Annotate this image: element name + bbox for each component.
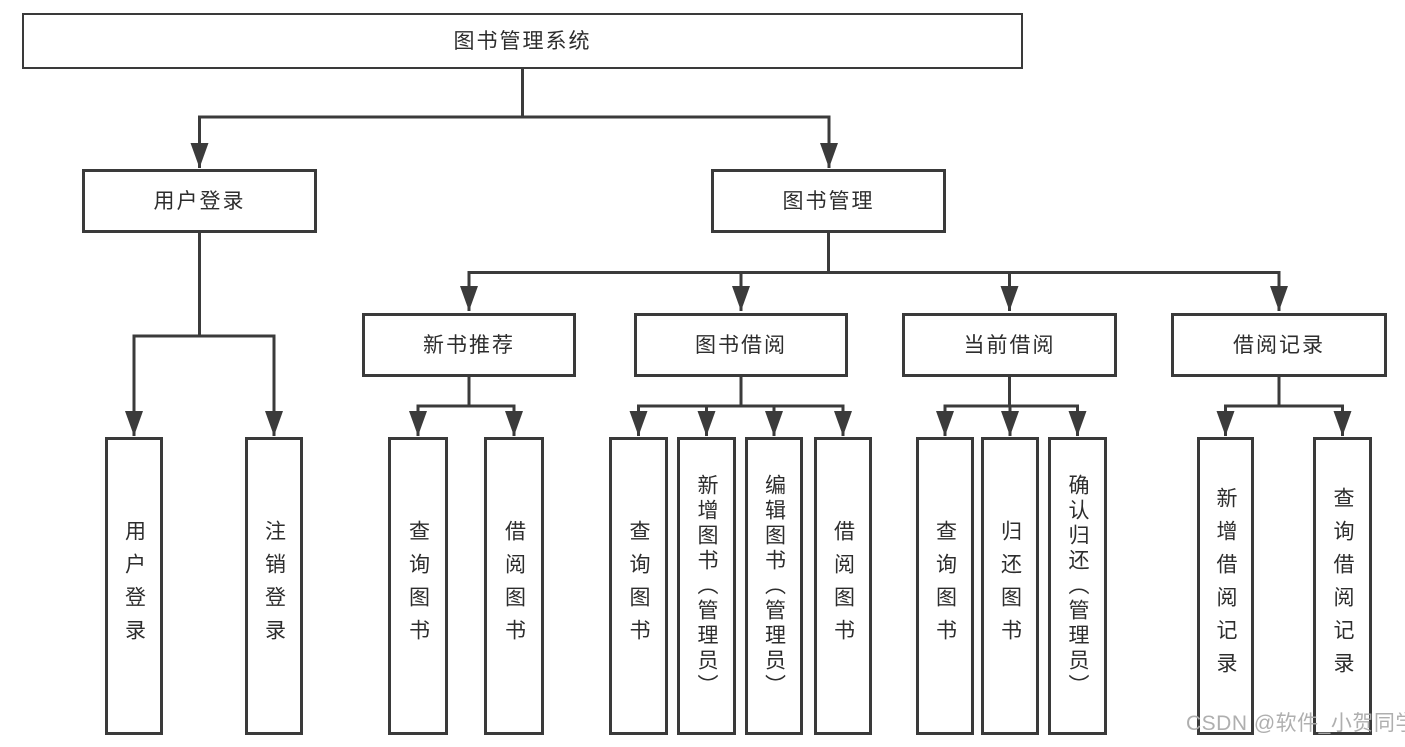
node-book-borrow: 图书借阅 bbox=[634, 313, 848, 377]
leaf-edit-book-admin-label: 编辑图书（管理员） bbox=[762, 473, 786, 699]
connector-new-book-branch bbox=[418, 377, 514, 408]
leaf-query-borrow-record-label: 查询借阅记录 bbox=[1331, 487, 1354, 685]
leaf-query-books-1: 查询图书 bbox=[388, 437, 448, 735]
leaf-query-books-3: 查询图书 bbox=[916, 437, 974, 735]
leaf-user-login: 用户登录 bbox=[105, 437, 163, 735]
leaf-borrow-books-2: 借阅图书 bbox=[814, 437, 872, 735]
leaf-borrow-books-2-label: 借阅图书 bbox=[831, 520, 855, 652]
node-current-borrow: 当前借阅 bbox=[902, 313, 1117, 377]
node-borrow-records: 借阅记录 bbox=[1171, 313, 1387, 377]
leaf-user-login-label: 用户登录 bbox=[122, 520, 146, 652]
connector-borrow-records-branch bbox=[1225, 377, 1343, 408]
node-new-book-recommend: 新书推荐 bbox=[362, 313, 576, 377]
leaf-add-borrow-record-label: 新增借阅记录 bbox=[1214, 487, 1237, 685]
node-user-login: 用户登录 bbox=[82, 169, 317, 233]
leaf-logout-label: 注销登录 bbox=[262, 520, 286, 652]
connector-book-management-branch bbox=[469, 233, 1279, 274]
leaf-borrow-books-1: 借阅图书 bbox=[484, 437, 544, 735]
leaf-query-books-1-label: 查询图书 bbox=[406, 520, 430, 652]
leaf-confirm-return-admin-label: 确认归还（管理员） bbox=[1066, 473, 1089, 699]
node-book-management-label: 图书管理 bbox=[782, 189, 875, 213]
node-book-management: 图书管理 bbox=[711, 169, 946, 233]
node-root: 图书管理系统 bbox=[22, 13, 1023, 69]
connector-root-to-level2 bbox=[198, 69, 829, 119]
node-current-borrow-label: 当前借阅 bbox=[963, 333, 1056, 357]
leaf-add-book-admin-label: 新增图书（管理员） bbox=[695, 473, 718, 699]
leaf-borrow-books-1-label: 借阅图书 bbox=[502, 520, 526, 652]
leaf-add-borrow-record: 新增借阅记录 bbox=[1197, 437, 1254, 735]
leaf-edit-book-admin: 编辑图书（管理员） bbox=[745, 437, 803, 735]
watermark: CSDN @软件_小贺同学 bbox=[1186, 712, 1405, 735]
leaf-add-book-admin: 新增图书（管理员） bbox=[677, 437, 736, 735]
leaf-query-books-2-label: 查询图书 bbox=[627, 520, 650, 652]
leaf-return-book: 归还图书 bbox=[981, 437, 1039, 735]
connector-user-login-branch bbox=[134, 233, 274, 338]
leaf-query-borrow-record: 查询借阅记录 bbox=[1313, 437, 1372, 735]
leaf-confirm-return-admin: 确认归还（管理员） bbox=[1048, 437, 1107, 735]
leaf-logout: 注销登录 bbox=[245, 437, 303, 735]
node-root-label: 图书管理系统 bbox=[453, 29, 592, 53]
leaf-return-book-label: 归还图书 bbox=[998, 520, 1022, 652]
leaf-query-books-2: 查询图书 bbox=[609, 437, 668, 735]
node-new-book-recommend-label: 新书推荐 bbox=[423, 333, 515, 357]
node-book-borrow-label: 图书借阅 bbox=[695, 333, 787, 357]
connector-current-borrow-branch bbox=[945, 377, 1078, 408]
node-user-login-label: 用户登录 bbox=[153, 189, 246, 213]
node-borrow-records-label: 借阅记录 bbox=[1233, 333, 1325, 357]
connector-book-borrow-branch bbox=[638, 377, 843, 408]
leaf-query-books-3-label: 查询图书 bbox=[933, 520, 957, 652]
